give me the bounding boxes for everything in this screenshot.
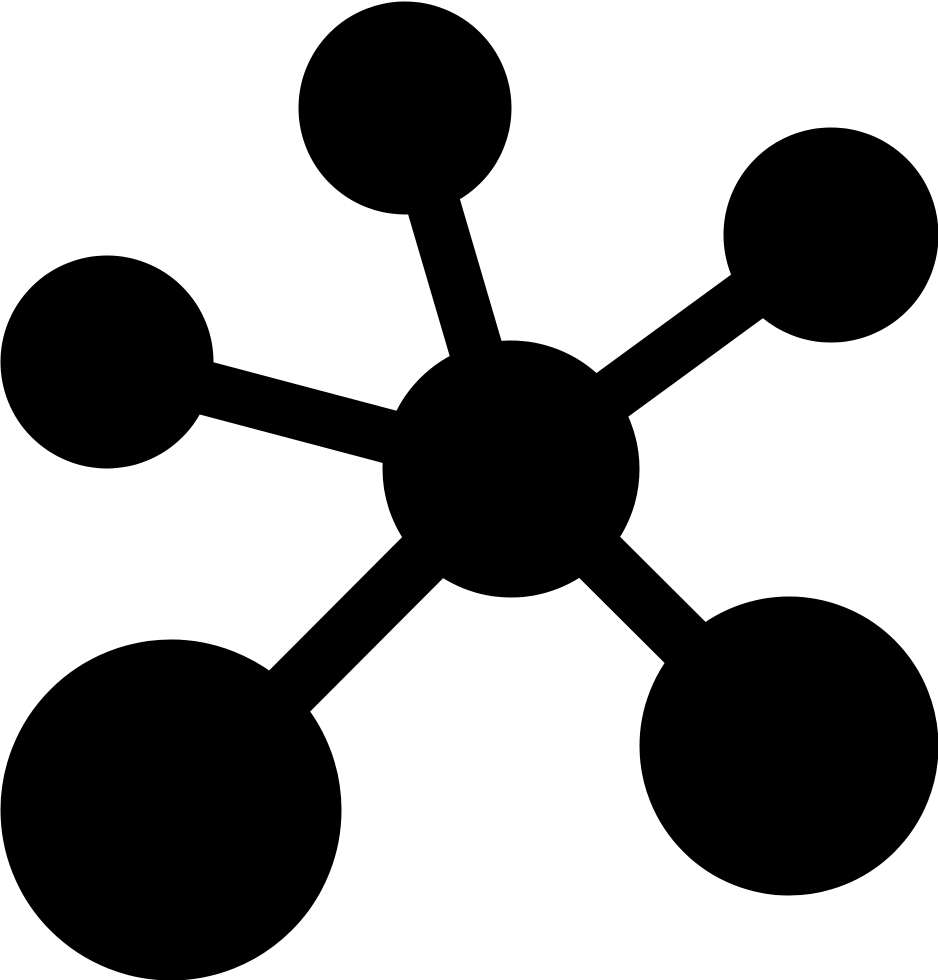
node-top-right [723, 127, 938, 343]
node-top [298, 1, 512, 215]
node-left [0, 255, 214, 469]
node-bottom-right [639, 596, 938, 896]
node-bottom-left [0, 639, 342, 980]
node-center [382, 340, 640, 598]
